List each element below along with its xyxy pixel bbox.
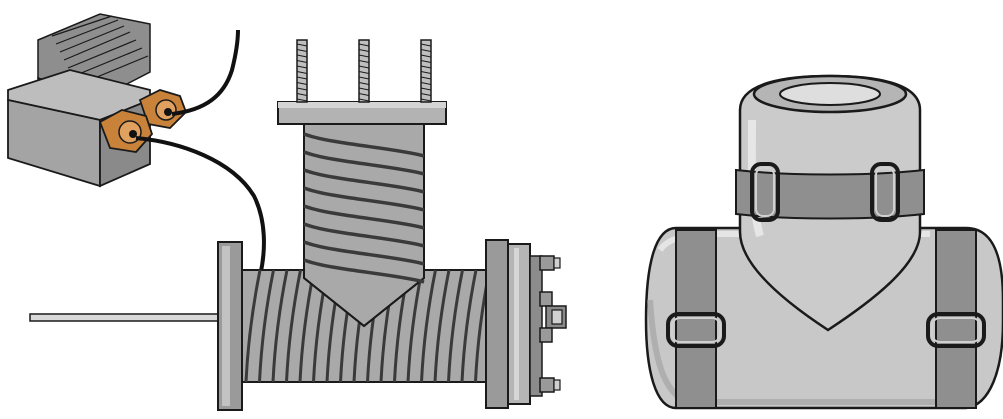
jacket-strap-icon: [666, 229, 726, 409]
insulated-tee-jacket: [644, 74, 1003, 410]
coil-turn: [285, 269, 302, 383]
coil-turn: [303, 222, 425, 248]
coil-turn: [303, 150, 425, 176]
flange-bolt-icon: [539, 377, 561, 393]
coil-turn: [460, 269, 478, 383]
jacket-strap-icon: [735, 162, 925, 222]
coil-turn: [303, 186, 425, 212]
right-flange-icon: [485, 239, 543, 409]
coil-turn: [433, 269, 451, 383]
coil-turn: [447, 269, 464, 383]
probe-rod-icon: [29, 313, 223, 322]
coil-turn: [271, 269, 289, 383]
top-plate-icon: [277, 101, 447, 125]
threaded-stud-icon: [358, 39, 370, 103]
jacket-strap-icon: [926, 229, 986, 409]
threaded-stud-icon: [296, 39, 308, 103]
coil-turn: [303, 240, 425, 266]
power-cable-icon: [171, 29, 240, 116]
flange-bolt-icon: [539, 291, 567, 343]
threaded-studs: [296, 39, 432, 103]
coil-turn: [258, 269, 275, 383]
coil-turn: [303, 168, 425, 194]
heater-controller: [7, 13, 266, 277]
coil-turn: [303, 258, 425, 284]
vertical-heater-coil-icon: [303, 132, 425, 284]
coil-turn: [303, 132, 425, 158]
coil-turn: [303, 204, 425, 230]
left-flange-icon: [217, 241, 243, 411]
threaded-stud-icon: [420, 39, 432, 103]
cable-gland-icon: [98, 109, 154, 153]
flange-bolt-icon: [539, 255, 561, 271]
heat-traced-tee: [29, 39, 567, 411]
coil-turn: [420, 269, 437, 383]
coil-turn: [244, 269, 262, 383]
sensor-cable-icon: [135, 136, 266, 277]
